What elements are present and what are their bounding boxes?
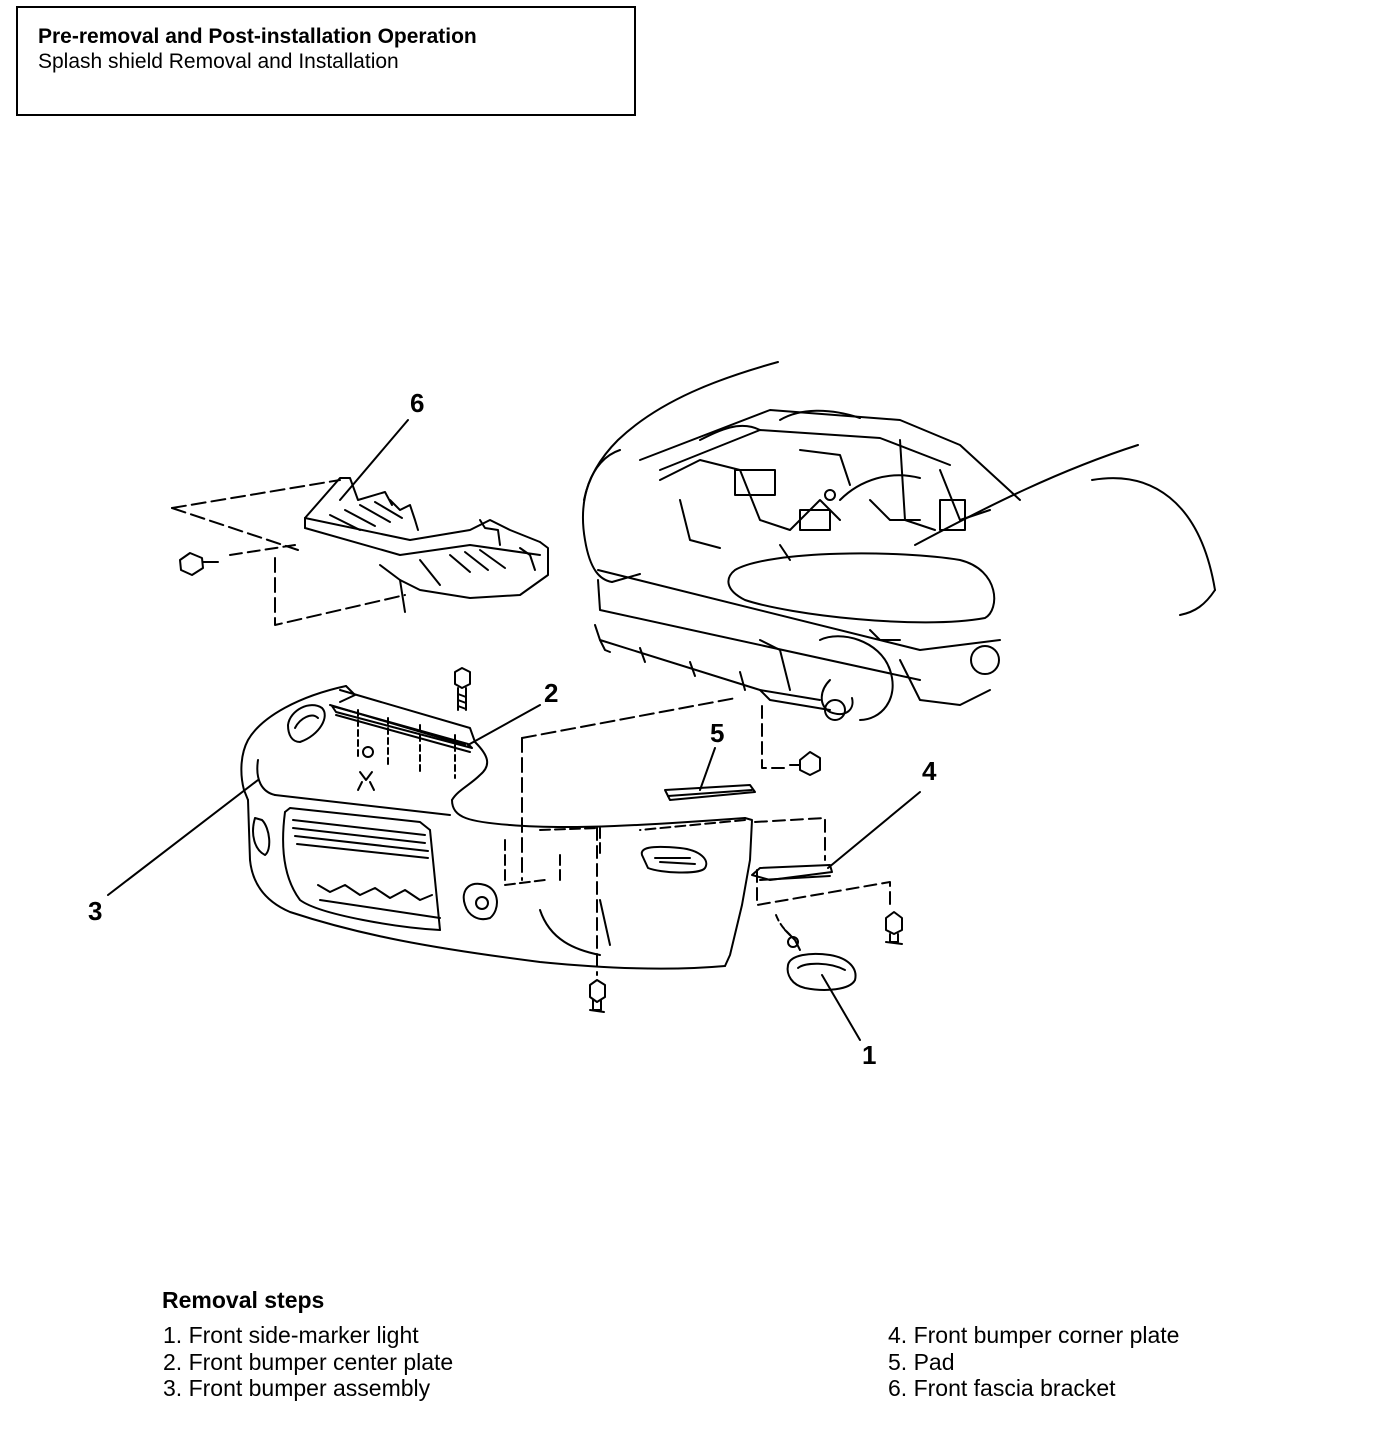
step-item: 5. Pad: [888, 1348, 955, 1375]
step-item: 3. Front bumper assembly: [163, 1375, 431, 1401]
step-item: 2. Front bumper center plate: [163, 1348, 454, 1375]
callout-2: 2: [544, 678, 559, 708]
header-title: Pre-removal and Post-installation Operat…: [38, 25, 477, 48]
exploded-view-diagram: [107, 361, 1216, 1041]
callout-4: 4: [922, 756, 937, 786]
callout-3: 3: [88, 896, 103, 926]
front-fascia-bracket-drawing: [171, 477, 549, 626]
vehicle-body-drawing: [582, 361, 1216, 721]
callout-1: 1: [862, 1040, 877, 1070]
removal-steps-left-column: 1. Front side-marker light 2. Front bump…: [163, 1322, 453, 1402]
step-item: 1. Front side-marker light: [163, 1322, 419, 1348]
header-box: Pre-removal and Post-installation Operat…: [16, 6, 636, 116]
callout-6: 6: [410, 388, 425, 418]
removal-steps-heading: Removal steps: [162, 1287, 325, 1313]
callout-5: 5: [710, 718, 725, 748]
removal-steps-right-column: 4. Front bumper corner plate 5. Pad 6. F…: [888, 1322, 1179, 1402]
header-subtitle: Splash shield Removal and Installation: [38, 50, 399, 73]
callout-leader-lines: [107, 419, 921, 1041]
step-item: 4. Front bumper corner plate: [888, 1322, 1180, 1348]
step-item: 6. Front fascia bracket: [888, 1375, 1116, 1401]
front-bumper-assembly-drawing: [240, 667, 903, 1013]
